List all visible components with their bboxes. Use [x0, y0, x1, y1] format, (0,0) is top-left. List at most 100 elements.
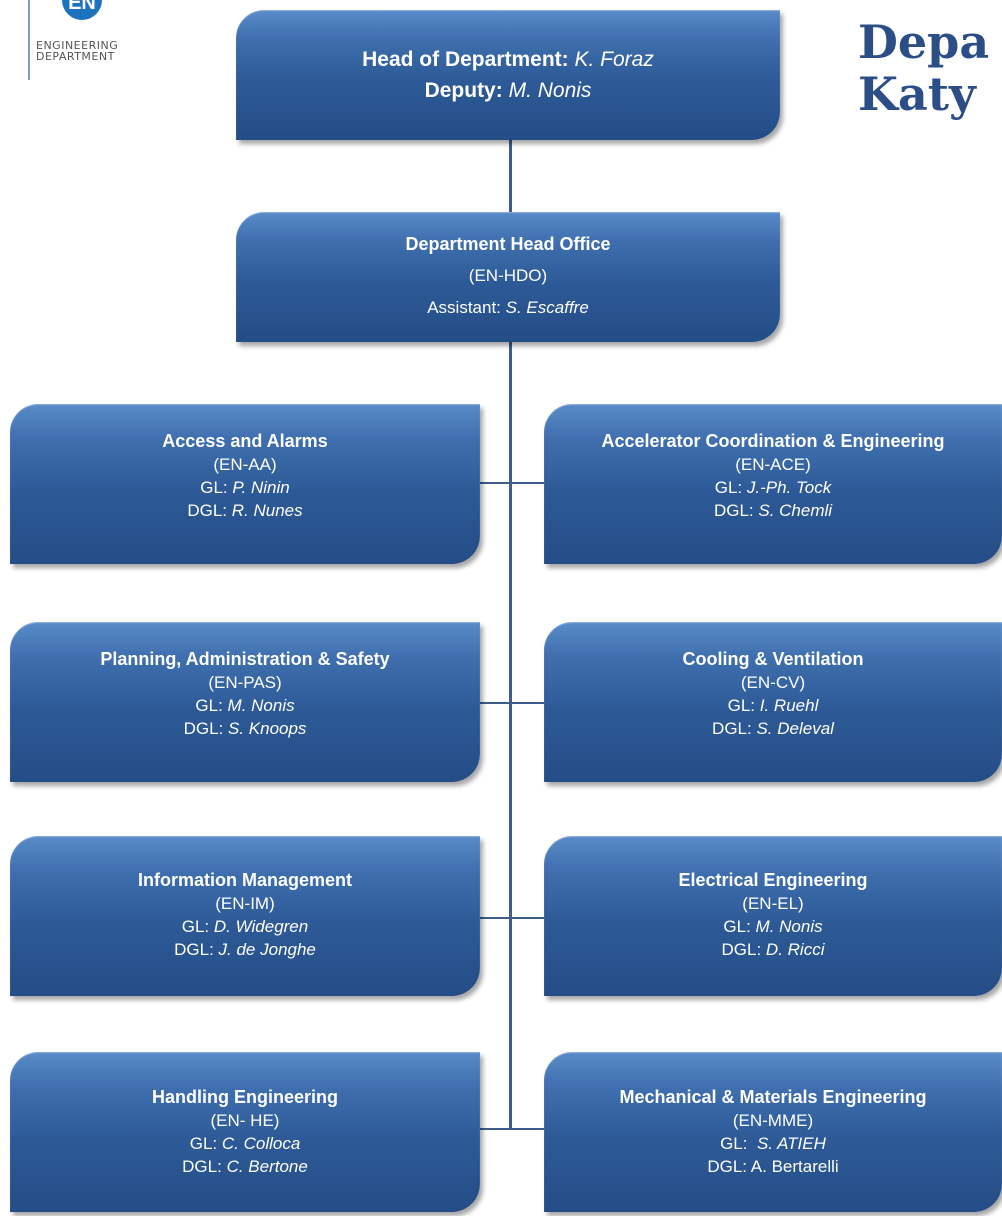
gl-name: M. Nonis: [227, 696, 295, 715]
group-box-en-ace: Accelerator Coordination & Engineering (…: [544, 404, 1002, 564]
connector-row-4: [480, 1128, 544, 1130]
office-assistant: Assistant: S. Escaffre: [236, 292, 780, 324]
dgl-label: DGL:: [182, 1157, 222, 1176]
head-label: Head of Department:: [362, 48, 569, 71]
deputy-group-leader: DGL: R. Nunes: [10, 499, 480, 522]
group-box-en-pas: Planning, Administration & Safety (EN-PA…: [10, 622, 480, 782]
gl-name: P. Ninin: [232, 478, 290, 497]
group-leader: GL: P. Ninin: [10, 476, 480, 499]
gl-name: J.-Ph. Tock: [746, 478, 832, 497]
dgl-name: R. Nunes: [231, 501, 303, 520]
group-leader: GL: J.-Ph. Tock: [544, 476, 1002, 499]
office-code: (EN-HDO): [468, 266, 548, 285]
gl-label: GL:: [727, 696, 756, 715]
title-line-1: Depa: [858, 15, 990, 69]
dgl-label: DGL:: [187, 501, 228, 520]
dgl-label: DGL:: [721, 940, 762, 959]
group-box-en-im: Information Management (EN-IM) GL: D. Wi…: [10, 836, 480, 996]
head-office-box: Department Head Office (EN-HDO) Assistan…: [236, 212, 780, 342]
deputy-group-leader: DGL: J. de Jonghe: [10, 938, 480, 961]
group-name: Electrical Engineering: [678, 870, 868, 890]
group-leader: GL: M. Nonis: [544, 915, 1002, 938]
group-code: (EN-CV): [740, 673, 806, 692]
group-code: (EN-AA): [213, 455, 277, 474]
group-name: Planning, Administration & Safety: [100, 649, 390, 669]
group-leader: GL: M. Nonis: [10, 694, 480, 717]
group-box-en-aa: Access and Alarms (EN-AA) GL: P. Ninin D…: [10, 404, 480, 564]
title-line-2: Katy: [858, 67, 976, 121]
gl-name: S. ATIEH: [756, 1134, 826, 1153]
dgl-name: J. de Jonghe: [218, 940, 316, 959]
group-code: (EN-MME): [732, 1111, 814, 1130]
deputy-group-leader: DGL: S. Deleval: [544, 717, 1002, 740]
logo-text: ENGINEERING DEPARTMENT: [36, 40, 118, 62]
group-name: Mechanical & Materials Engineering: [619, 1087, 927, 1107]
gl-label: GL:: [200, 478, 228, 497]
connector-row-1: [480, 482, 544, 484]
group-leader: GL: D. Widegren: [10, 915, 480, 938]
group-leader: GL: C. Colloca: [10, 1132, 480, 1155]
gl-name: C. Colloca: [221, 1134, 301, 1153]
gl-label: GL:: [195, 696, 223, 715]
connector-row-2: [480, 702, 544, 704]
dgl-name: S. Knoops: [227, 719, 307, 738]
deputy-group-leader: DGL: D. Ricci: [544, 938, 1002, 961]
connector-trunk-bottom: [509, 772, 512, 1130]
group-leader: GL: I. Ruehl: [544, 694, 1002, 717]
dgl-name: D. Ricci: [765, 940, 825, 959]
gl-label: GL:: [181, 917, 210, 936]
gl-name: I. Ruehl: [759, 696, 819, 715]
group-code: (EN- HE): [210, 1111, 280, 1130]
group-box-en-he: Handling Engineering (EN- HE) GL: C. Col…: [10, 1052, 480, 1212]
group-name: Access and Alarms: [162, 431, 328, 451]
dgl-label: DGL:: [174, 940, 214, 959]
gl-name: D. Widegren: [213, 917, 309, 936]
gl-name: M. Nonis: [755, 917, 823, 936]
dgl-name: C. Bertone: [226, 1157, 308, 1176]
dgl-label: DGL:: [183, 719, 224, 738]
gl-label: GL:: [714, 478, 743, 497]
gl-label: GL:: [723, 917, 751, 936]
dgl-label: DGL:: [713, 501, 754, 520]
gl-label: GL:: [720, 1134, 748, 1153]
logo-line-2: DEPARTMENT: [36, 50, 115, 63]
gl-label: GL:: [189, 1134, 218, 1153]
deputy-line: Deputy: M. Nonis: [236, 75, 780, 106]
group-code: (EN-PAS): [208, 673, 282, 692]
deputy-group-leader: DGL: S. Chemli: [544, 499, 1002, 522]
head-line: Head of Department: K. Foraz: [236, 44, 780, 75]
head-name: K. Foraz: [574, 48, 654, 71]
office-name: Department Head Office: [405, 234, 611, 254]
group-box-en-cv: Cooling & Ventilation (EN-CV) GL: I. Rue…: [544, 622, 1002, 782]
group-name: Cooling & Ventilation: [682, 649, 864, 669]
group-name: Handling Engineering: [151, 1087, 338, 1107]
group-code: (EN-ACE): [735, 455, 811, 474]
dgl-name: S. Chemli: [758, 501, 833, 520]
group-name: Information Management: [137, 870, 352, 890]
logo-divider: [28, 0, 30, 80]
dgl-label: DGL:: [712, 719, 752, 738]
assistant-name: S. Escaffre: [505, 298, 589, 317]
logo-mark: EN: [62, 0, 102, 20]
deputy-group-leader: DGL: C. Bertone: [10, 1155, 480, 1178]
en-logo: EN ENGINEERING DEPARTMENT: [28, 0, 208, 80]
deputy-group-leader: DGL: A. Bertarelli: [544, 1155, 1002, 1178]
connector-trunk-top: [509, 140, 512, 212]
group-name: Accelerator Coordination & Engineering: [601, 431, 945, 451]
connector-trunk-main: [509, 342, 512, 772]
group-leader: GL: S. ATIEH: [544, 1132, 1002, 1155]
connector-row-3: [480, 917, 544, 919]
assistant-label: Assistant:: [427, 298, 501, 317]
group-code: (EN-IM): [215, 894, 275, 913]
group-box-en-el: Electrical Engineering (EN-EL) GL: M. No…: [544, 836, 1002, 996]
page-title: Depa Katy: [858, 16, 989, 120]
deputy-name: M. Nonis: [508, 79, 592, 102]
group-box-en-mme: Mechanical & Materials Engineering (EN-M…: [544, 1052, 1002, 1212]
deputy-label: Deputy:: [424, 79, 503, 102]
head-of-department-box: Head of Department: K. Foraz Deputy: M. …: [236, 10, 780, 140]
deputy-group-leader: DGL: S. Knoops: [10, 717, 480, 740]
logo-line-1: ENGINEERING: [36, 39, 119, 52]
group-code: (EN-EL): [742, 894, 804, 913]
dgl-label: DGL: A. Bertarelli: [707, 1157, 839, 1176]
